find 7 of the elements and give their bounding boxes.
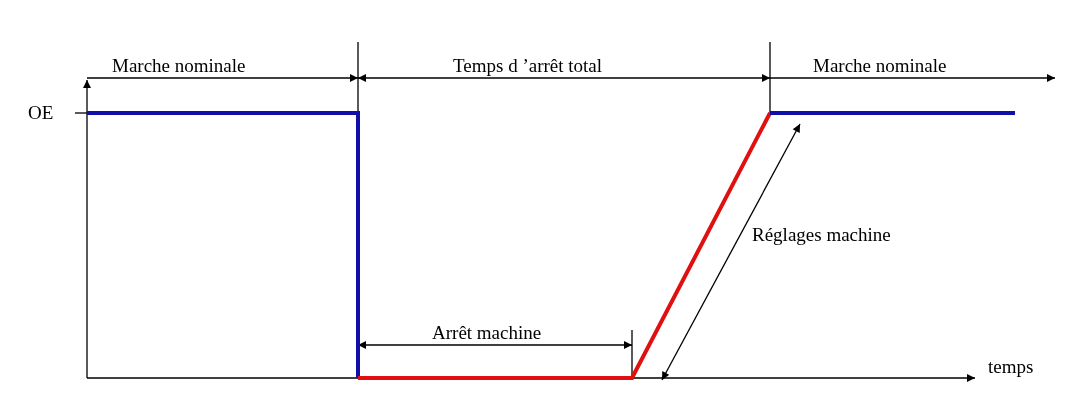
dimension-label: Temps d ’arrêt total: [453, 55, 603, 77]
dimension-label: Arrêt machine: [432, 322, 542, 344]
dimension-label: Marche nominale: [813, 55, 947, 77]
dimension-label: Réglages machine: [752, 224, 891, 246]
axis-label: OE: [28, 102, 54, 124]
dimension-label: Marche nominale: [112, 55, 246, 77]
axis-label: temps: [988, 356, 1034, 378]
